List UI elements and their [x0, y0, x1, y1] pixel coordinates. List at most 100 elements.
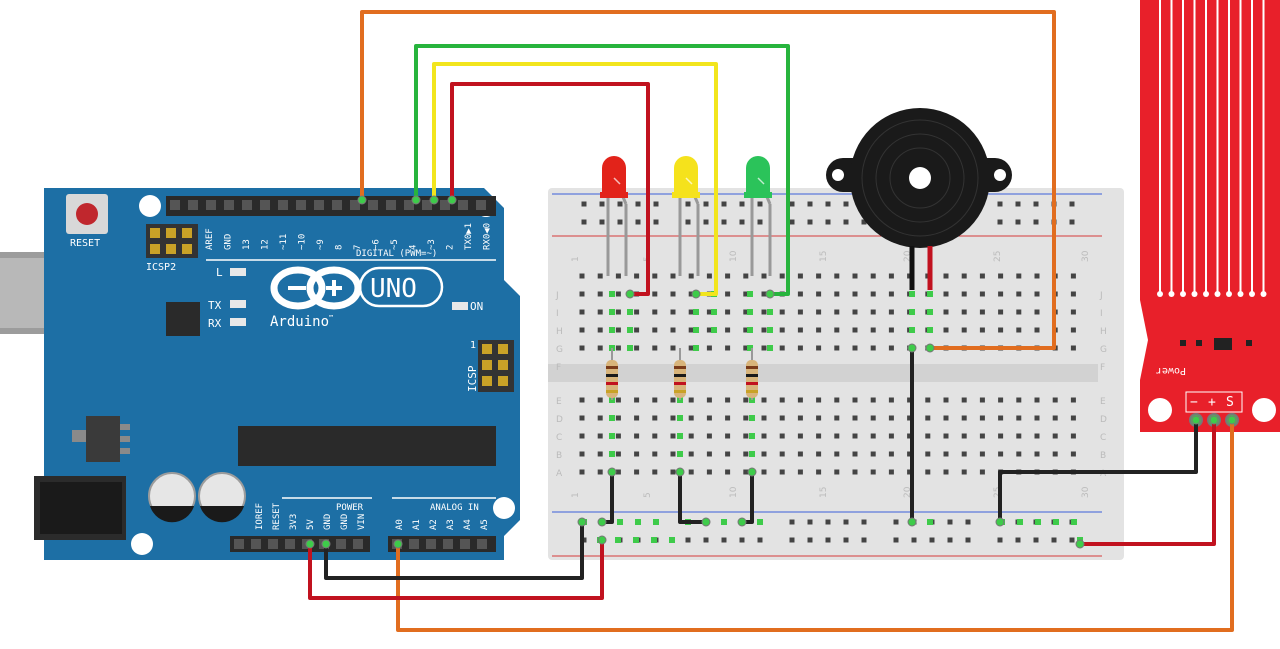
bb-col-label: 20	[903, 486, 913, 498]
bb-col-label: 30	[1081, 250, 1091, 262]
bb-col-label: 1	[571, 492, 581, 498]
digital-pin-label: 2	[446, 245, 456, 250]
led-red	[600, 156, 628, 276]
power-pin-label: IOREF	[255, 503, 265, 530]
bb-row-label: E	[1100, 397, 1106, 407]
icsp2-label: ICSP2	[146, 262, 176, 273]
bb-row-label: J	[555, 291, 559, 301]
l-led-label: L	[216, 266, 223, 279]
bb-row-label: B	[1100, 451, 1106, 461]
bb-col-label: 15	[819, 251, 829, 262]
on-led-label: ON	[470, 300, 483, 313]
arduino-brand-label: Arduino™	[270, 314, 333, 330]
bb-col-label: 25	[993, 251, 1003, 262]
bb-row-label: F	[556, 363, 561, 373]
power-pin-label: 5V	[306, 519, 316, 530]
analog-pin-label: A2	[429, 519, 439, 530]
jumper-wire	[998, 420, 1198, 522]
resistor	[746, 348, 758, 400]
jumper-wire	[1080, 420, 1216, 546]
bb-col-label: 10	[729, 250, 739, 262]
bb-row-label: F	[1100, 363, 1105, 373]
bb-col-label: 15	[819, 487, 829, 498]
piezo-buzzer	[826, 108, 1012, 290]
analog-pin-label: A1	[412, 519, 422, 530]
power-pin-label: VIN	[357, 514, 367, 530]
analog-pin-label: A3	[446, 519, 456, 530]
jumper-wire	[432, 62, 718, 296]
power-label: POWER	[336, 503, 364, 513]
jumper-wire	[450, 82, 650, 296]
bb-row-label: D	[1100, 415, 1107, 425]
bb-row-label: D	[556, 415, 563, 425]
digital-pin-label: ~3	[427, 239, 437, 250]
digital-pin-label: 8	[335, 245, 345, 250]
power-pin-label: GND	[323, 514, 333, 530]
bb-col-label: 5	[643, 492, 653, 498]
sensor-power-label: Power	[1156, 365, 1186, 376]
bb-row-label: J	[1099, 291, 1103, 301]
bb-row-label: E	[556, 397, 562, 407]
power-pin-label: 3V3	[289, 514, 299, 530]
analog-pin-label: A4	[463, 519, 473, 530]
analog-in-label: ANALOG IN	[430, 503, 479, 513]
sensor-pin-label: S	[1226, 395, 1234, 410]
bb-col-label: 1	[571, 256, 581, 262]
digital-pin-label: TX0▶1	[464, 223, 474, 250]
bb-col-label: 30	[1081, 486, 1091, 498]
reset-label: RESET	[70, 238, 100, 249]
analog-pin-label: A5	[480, 519, 490, 530]
power-pin-label: GND	[340, 514, 350, 530]
digital-pin-label: 7	[353, 245, 363, 250]
digital-pin-label: ~5	[390, 239, 400, 250]
digital-pin-label: ~10	[298, 234, 308, 250]
rx-led-label: RX	[208, 317, 222, 330]
led-green	[744, 156, 772, 276]
digital-pin-label: ~11	[279, 234, 289, 250]
sensor-pin-label: +	[1208, 395, 1216, 410]
digital-pin-label: ~9	[316, 239, 326, 250]
bb-row-label: A	[556, 469, 563, 479]
led-yellow	[672, 156, 700, 276]
digital-pin-label: 12	[261, 239, 271, 250]
analog-pin-label: A0	[395, 519, 405, 530]
arduino-logo	[270, 266, 444, 310]
icsp-label: ICSP	[466, 365, 479, 392]
jumper-wire	[396, 420, 1234, 632]
tx-led-label: TX	[208, 299, 222, 312]
bb-row-label: G	[1100, 345, 1107, 355]
arduino-pcb	[44, 188, 520, 560]
bb-col-label: 10	[729, 486, 739, 498]
jumper-wire	[360, 10, 1056, 350]
bb-col-label: 20	[903, 250, 913, 262]
uno-label: UNO	[370, 274, 417, 304]
sensor-pin-label: −	[1190, 395, 1198, 410]
bb-row-label: I	[1100, 309, 1103, 319]
resistor	[606, 348, 618, 400]
icsp-pin1-label: 1	[470, 340, 476, 351]
digital-pin-label: ~6	[372, 239, 382, 250]
bb-row-label: C	[556, 433, 562, 443]
digital-pin-label: 13	[242, 239, 252, 250]
digital-pin-label: AREF	[205, 228, 215, 250]
bb-row-label: G	[556, 345, 563, 355]
digital-pin-label: 4	[409, 245, 419, 250]
resistor	[674, 348, 686, 400]
jumper-wire	[414, 44, 790, 296]
bb-row-label: H	[556, 327, 563, 337]
bb-row-label: B	[556, 451, 562, 461]
bb-row-label: I	[556, 309, 559, 319]
jumper-wire	[678, 472, 706, 524]
digital-pin-label: GND	[224, 234, 234, 250]
power-pin-label: RESET	[272, 502, 282, 530]
bb-row-label: H	[1100, 327, 1107, 337]
bb-row-label: C	[1100, 433, 1106, 443]
water-level-sensor: Power −+ S	[1140, 0, 1280, 432]
digital-label: DIGITAL (PWM=~)	[356, 249, 437, 259]
jumper-wire	[308, 540, 604, 600]
jumper-wire	[324, 522, 584, 580]
digital-pin-label: RX0◀0	[483, 223, 493, 250]
